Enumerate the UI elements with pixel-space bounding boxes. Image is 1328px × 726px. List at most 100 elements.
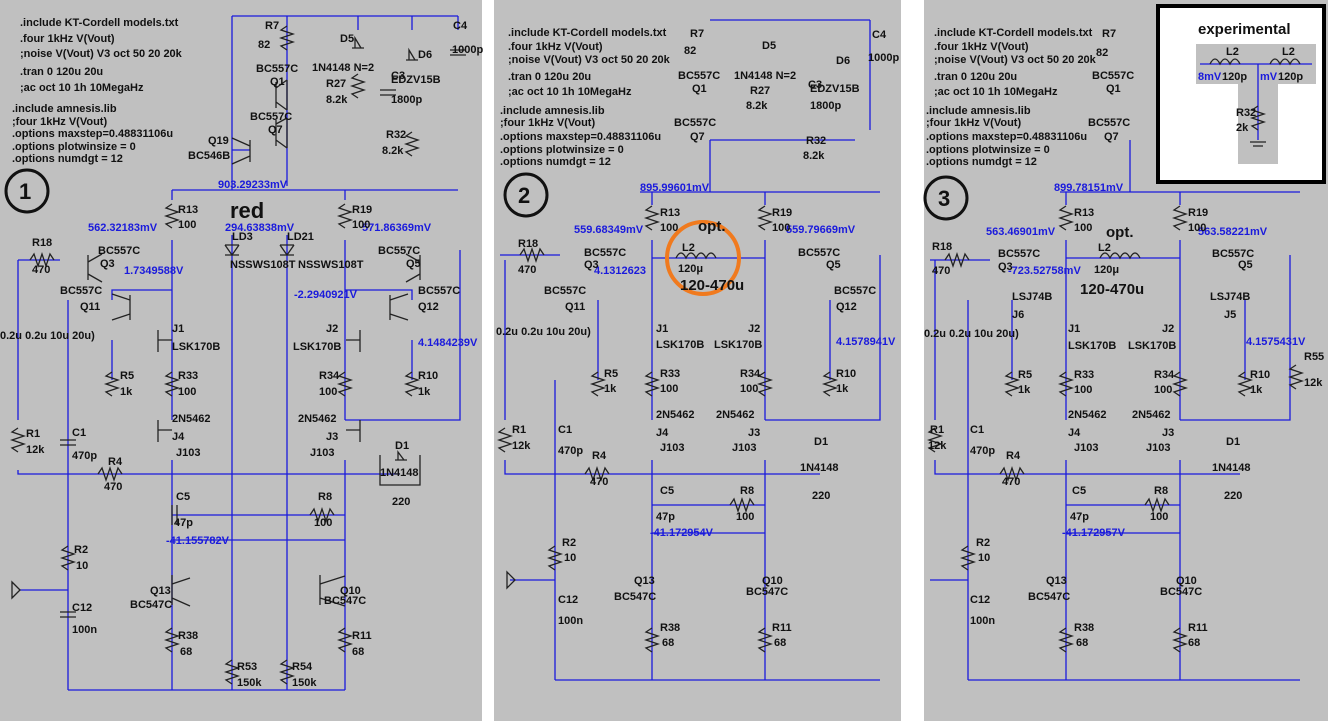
- inset-label: 2k: [1236, 122, 1249, 134]
- label: R8: [1154, 485, 1168, 497]
- panel-2-directives: .include KT-Cordell models.txt .four 1kH…: [500, 27, 671, 168]
- label: BC547C: [614, 591, 656, 603]
- panel-number: 3: [938, 186, 950, 211]
- label: 100n: [72, 624, 97, 636]
- resistor-r4: [584, 465, 610, 483]
- label: R8: [740, 485, 754, 497]
- label: Q13: [1046, 575, 1067, 587]
- label: EDZV15B: [810, 83, 860, 95]
- panel-number-circle: [4, 168, 50, 214]
- label: 1N4148 N=2: [312, 62, 374, 74]
- label: R1: [512, 424, 526, 436]
- resistor-r33: [1057, 371, 1075, 397]
- panel-number: 2: [518, 183, 530, 208]
- resistor-r19: [1171, 205, 1189, 231]
- label: 2N5462: [1132, 409, 1171, 421]
- label: J1: [1068, 323, 1080, 335]
- voltage-left-source: 563.46901mV: [986, 226, 1056, 238]
- wires: [930, 140, 1300, 681]
- label: J3: [748, 427, 760, 439]
- label: R2: [976, 537, 990, 549]
- label: LSK170B: [1068, 340, 1116, 352]
- label: 1k: [604, 383, 617, 395]
- label: 10: [564, 552, 576, 564]
- voltage-right-source: 571.86369mV: [362, 222, 432, 234]
- label: R4: [108, 456, 123, 468]
- label: D5: [762, 40, 776, 52]
- voltage-negative: -41.172957V: [1062, 527, 1126, 539]
- resistor-r8: [309, 506, 335, 524]
- inset-node: mV: [1260, 71, 1278, 83]
- resistor-r1: [496, 427, 514, 453]
- panel-2: .include KT-Cordell models.txt .four 1kH…: [496, 19, 899, 681]
- label: C12: [970, 594, 990, 606]
- label: R2: [74, 544, 88, 556]
- resistor-r2: [546, 545, 564, 571]
- label: J6: [1012, 309, 1024, 321]
- range-label: 120-470u: [1080, 281, 1144, 298]
- label: BC557C: [250, 111, 292, 123]
- label: 470: [590, 476, 608, 488]
- transistor-q3: [87, 253, 103, 283]
- label: R18: [32, 237, 52, 249]
- directive: .tran 0 120u 20u: [934, 71, 1017, 83]
- inset-label: 120p: [1222, 71, 1247, 83]
- voltage-right-source: 559.79669mV: [786, 224, 856, 236]
- label: 0.2u 0.2u 10u 20u): [924, 328, 1019, 340]
- label: 12k: [928, 440, 947, 452]
- label: BC557C: [1092, 70, 1134, 82]
- inset-wires: [1200, 63, 1312, 140]
- label: C5: [176, 491, 190, 503]
- label: 2N5462: [172, 413, 211, 425]
- resistors: [926, 205, 1305, 653]
- label: D6: [418, 49, 432, 61]
- label: 470: [518, 264, 536, 276]
- label: 100: [319, 386, 337, 398]
- label: C12: [72, 602, 92, 614]
- label: 1000p: [868, 52, 899, 64]
- resistor-r5: [103, 371, 121, 397]
- label: BC547C: [130, 599, 172, 611]
- label: 150k: [292, 677, 317, 689]
- directive: .four 1kHz V(Vout): [508, 41, 603, 53]
- label: Q1: [692, 83, 707, 95]
- transistor-q19: [231, 137, 251, 165]
- label: LSJ74B: [1210, 291, 1250, 303]
- label: LD21: [287, 231, 314, 243]
- resistor-r1: [9, 427, 27, 453]
- label: J1: [172, 323, 184, 335]
- label: R32: [386, 129, 406, 141]
- red-annotation: red: [230, 198, 264, 223]
- label: 100: [178, 219, 196, 231]
- resistor-r11: [756, 627, 774, 653]
- directive: .include KT-Cordell models.txt: [20, 17, 179, 29]
- label: R13: [1074, 207, 1094, 219]
- label: 68: [774, 637, 786, 649]
- voltage-left-source: 562.32183mV: [88, 222, 158, 234]
- label: LSK170B: [172, 341, 220, 353]
- label: J2: [748, 323, 760, 335]
- resistor-r10: [403, 371, 421, 397]
- label: Q7: [1104, 131, 1119, 143]
- label: R19: [772, 207, 792, 219]
- label: 470: [932, 265, 950, 277]
- label: L2: [1098, 242, 1111, 254]
- label: R5: [120, 370, 134, 382]
- label: 10: [76, 560, 88, 572]
- label: BC557C: [798, 247, 840, 259]
- label: L2: [682, 242, 695, 254]
- label: C4: [453, 20, 468, 32]
- label: 1800p: [391, 94, 422, 106]
- resistor-r33: [643, 371, 661, 397]
- label: BC557C: [418, 285, 460, 297]
- label: R53: [237, 661, 257, 673]
- label: R27: [326, 78, 346, 90]
- resistors: [496, 205, 839, 653]
- voltage-j-out: 4.1575431V: [1246, 336, 1306, 348]
- resistor-r11: [336, 627, 354, 653]
- label: 470p: [970, 445, 995, 457]
- label: R8: [318, 491, 332, 503]
- directive: .include KT-Cordell models.txt: [934, 27, 1093, 39]
- resistor-r38: [643, 627, 661, 653]
